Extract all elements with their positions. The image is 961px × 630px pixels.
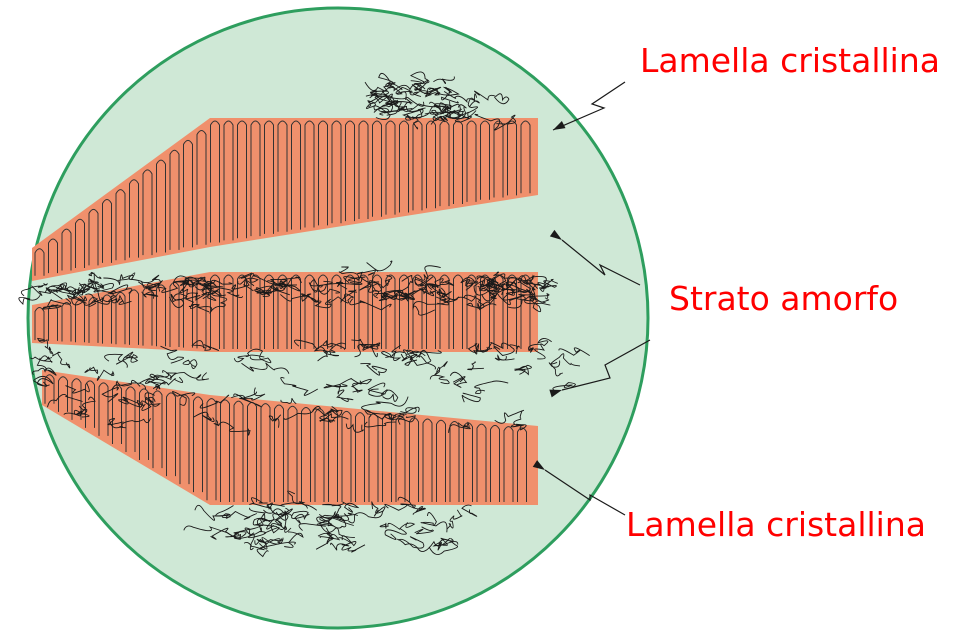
label-crystalline-lamella-top: Lamella cristallina	[640, 44, 940, 77]
label-crystalline-lamella-bottom: Lamella cristallina	[626, 508, 926, 541]
label-amorphous-layer: Strato amorfo	[669, 282, 898, 315]
